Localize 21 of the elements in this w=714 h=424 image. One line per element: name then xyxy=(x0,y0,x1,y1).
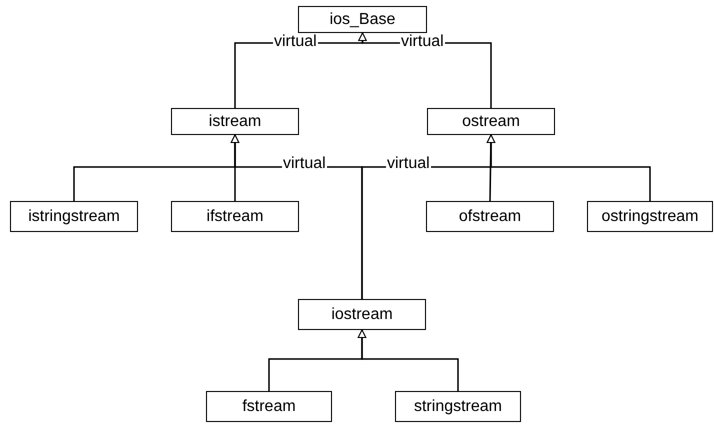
class-name: istringstream xyxy=(28,208,120,226)
class-box xyxy=(298,6,427,33)
class-box xyxy=(298,299,426,330)
class-name: ofstream xyxy=(458,208,522,226)
class-name: iostream xyxy=(331,306,393,324)
class-box xyxy=(427,108,555,135)
class-box xyxy=(206,391,332,422)
class-name: ios_Base xyxy=(330,10,396,28)
class-name: stringstream xyxy=(414,398,502,416)
class-name: istream xyxy=(208,112,262,130)
class-box xyxy=(395,391,521,422)
class-box xyxy=(171,108,299,135)
class-name: ifstream xyxy=(206,208,264,226)
class-box xyxy=(426,201,554,232)
class-box xyxy=(171,201,299,232)
inheritance-arrow xyxy=(358,330,459,391)
class-name: ostringstream xyxy=(602,208,698,226)
class-name: fstream xyxy=(242,398,296,416)
class-name: ostream xyxy=(462,112,520,130)
class-box xyxy=(10,201,138,232)
class-box xyxy=(587,201,713,232)
